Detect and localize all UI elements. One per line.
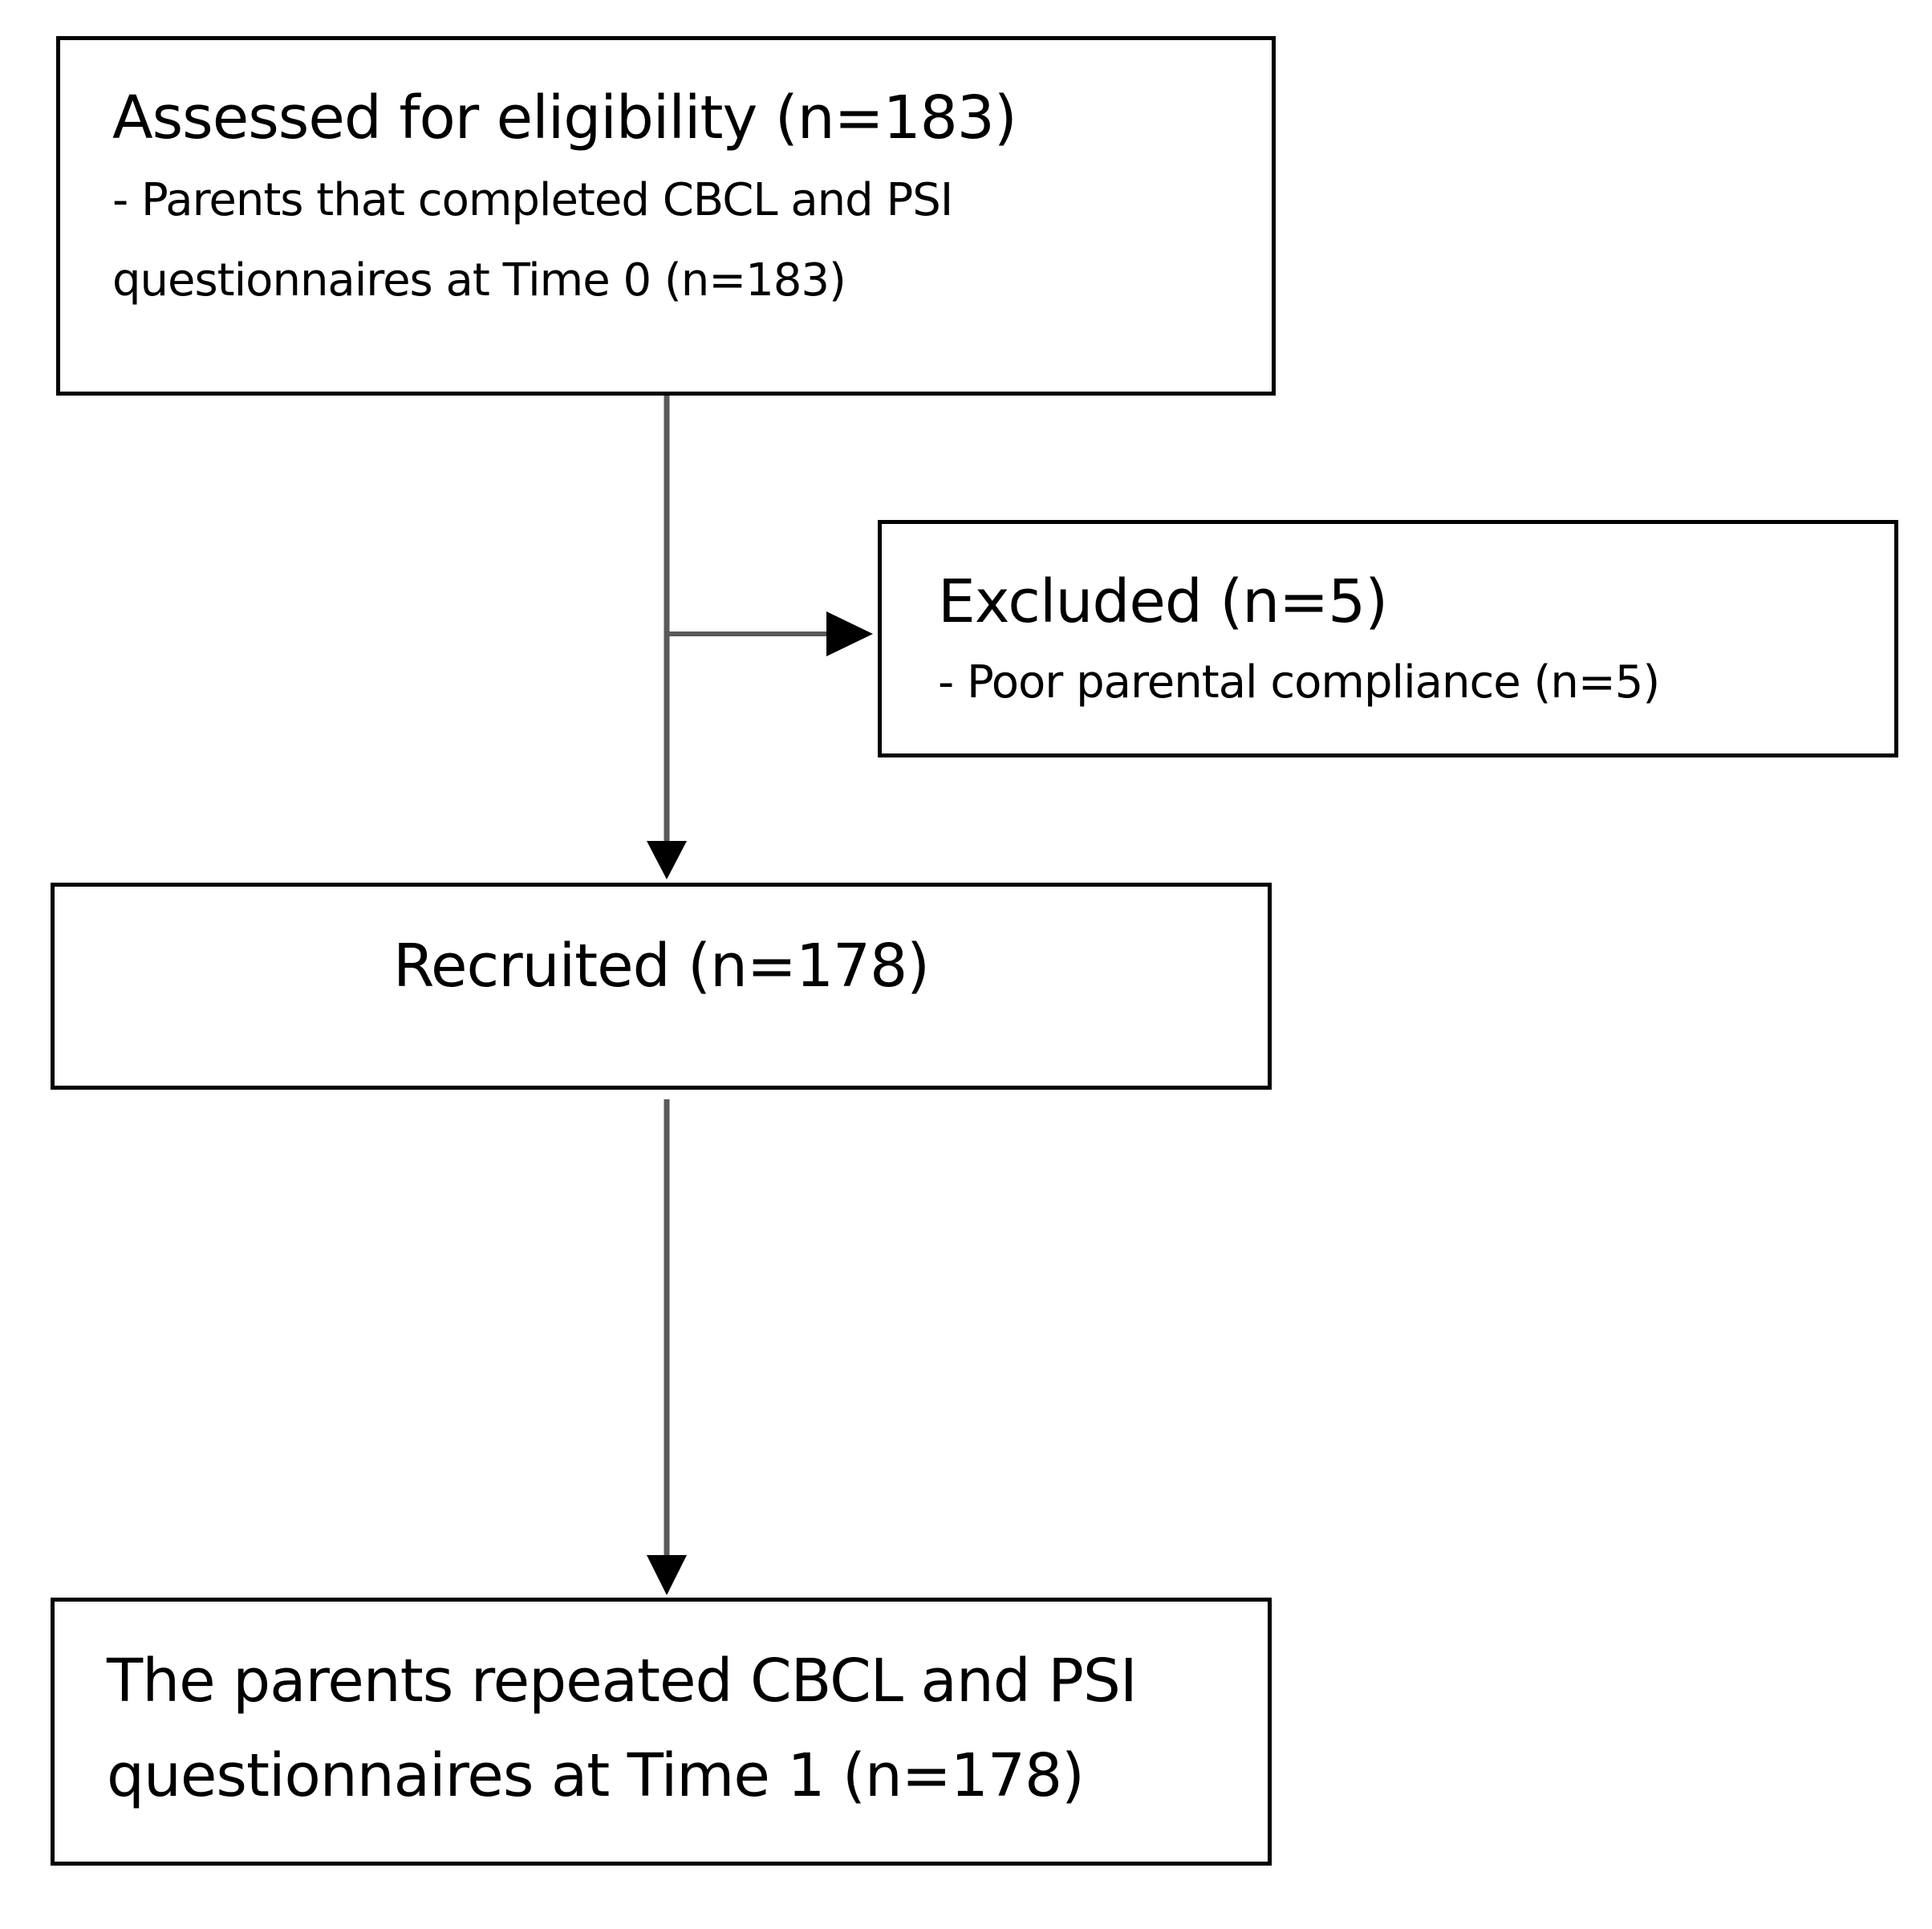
- repeated-box: The parents repeated CBCL and PSI questi…: [51, 1598, 1272, 1866]
- assessed-detail-line-1: - Parents that completed CBCL and PSI: [112, 174, 953, 226]
- arrowhead-right-excluded: [826, 611, 873, 656]
- repeated-line-1: The parents repeated CBCL and PSI: [107, 1647, 1138, 1716]
- excluded-detail-line-1: - Poor parental compliance (n=5): [938, 656, 1660, 709]
- recruited-title: Recruited (n=178): [392, 932, 930, 1001]
- excluded-box: Excluded (n=5) - Poor parental complianc…: [878, 520, 1898, 757]
- assessed-box: Assessed for eligibility (n=183) - Paren…: [56, 36, 1276, 396]
- recruited-box: Recruited (n=178): [51, 883, 1272, 1090]
- assessed-title: Assessed for eligibility (n=183): [112, 83, 1017, 152]
- assessed-detail-line-2: questionnaires at Time 0 (n=183): [112, 254, 846, 307]
- arrowhead-down-recruited: [647, 841, 687, 879]
- excluded-title: Excluded (n=5): [938, 567, 1388, 636]
- repeated-line-2: questionnaires at Time 1 (n=178): [107, 1741, 1085, 1810]
- arrowhead-down-repeated: [647, 1555, 687, 1595]
